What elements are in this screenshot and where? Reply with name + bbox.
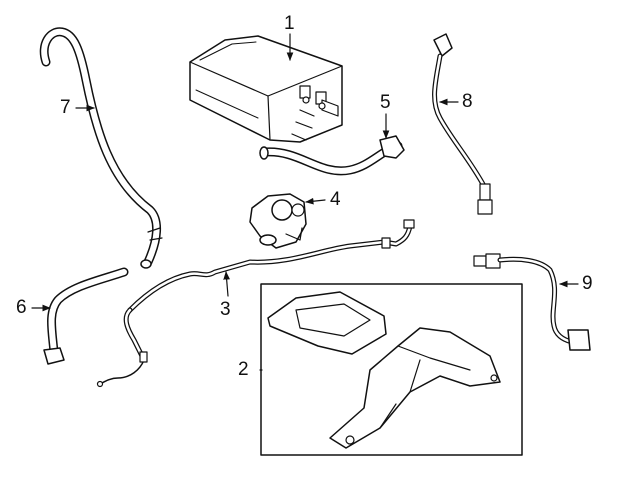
leader-4 <box>305 197 326 205</box>
callout-8: 8 <box>462 91 473 112</box>
part-3-tube <box>96 219 415 388</box>
part-9-sensor <box>473 253 591 351</box>
callout-9: 9 <box>582 273 593 294</box>
callout-5: 5 <box>380 92 391 113</box>
callout-3: 3 <box>220 299 231 320</box>
part-1-canister <box>189 35 343 143</box>
callout-2: 2 <box>238 359 249 380</box>
callout-4: 4 <box>330 189 341 210</box>
part-2-bracket <box>260 283 523 456</box>
callout-6: 6 <box>16 297 27 318</box>
part-7-hose <box>39 27 163 269</box>
callout-1: 1 <box>284 13 295 34</box>
part-6-hose <box>43 267 129 365</box>
callout-7: 7 <box>60 97 71 118</box>
part-8-sensor <box>432 33 493 215</box>
part-4-purge-valve <box>249 193 307 249</box>
part-5-hose <box>259 135 405 176</box>
leader-3 <box>223 271 230 297</box>
leader-lines <box>31 33 579 371</box>
